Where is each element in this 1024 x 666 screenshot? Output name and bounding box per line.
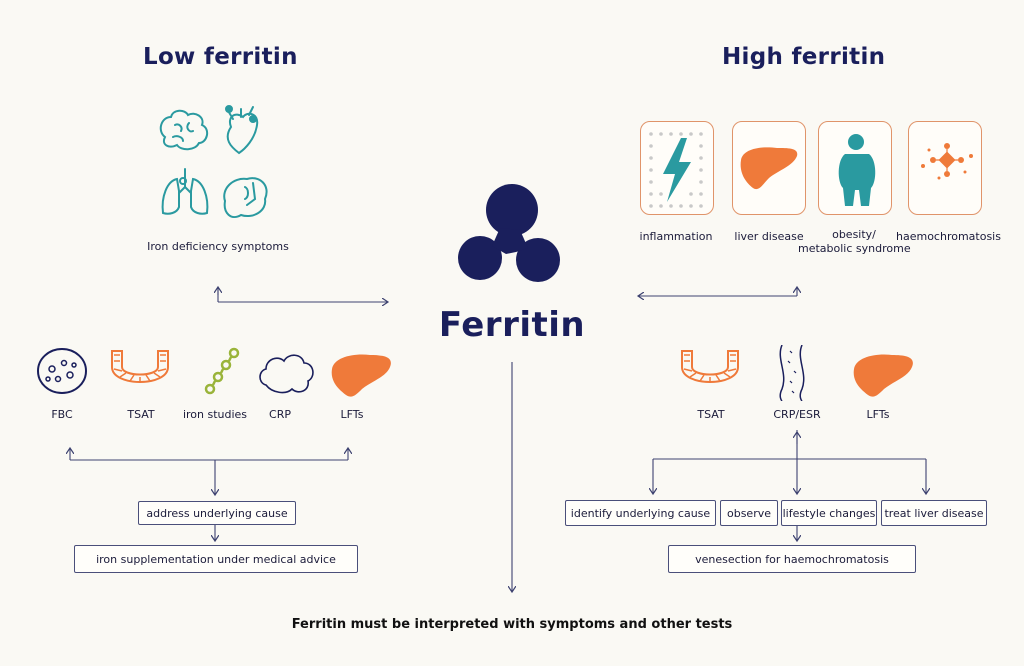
liver-icon [740, 147, 798, 190]
heart-icon [225, 105, 259, 155]
gut-icon [111, 350, 169, 383]
iron-deficiency-label: Iron deficiency symptoms [147, 240, 289, 253]
low-tests-icons [37, 347, 391, 397]
high-action-lifestyle: lifestyle changes [781, 500, 877, 526]
kidney-icon [223, 177, 268, 219]
liver-disease-tile [732, 121, 806, 215]
lightning-icon [649, 132, 703, 208]
high-action-treat-liver: treat liver disease [881, 500, 987, 526]
haemochromatosis-tile [908, 121, 982, 215]
ferritin-logo-icon [458, 184, 560, 282]
cause-label-obesity: obesity/ [832, 228, 876, 241]
cause-label-inflammation: inflammation [639, 230, 713, 243]
lungs-icon [161, 168, 209, 215]
blood-cells-icon [37, 348, 87, 394]
low-ferritin-heading: Low ferritin [143, 44, 298, 70]
cause-label-haemochromatosis: haemochromatosis [896, 230, 1001, 243]
low-test-tsat: TSAT [127, 408, 155, 421]
high-action-identify-cause: identify underlying cause [565, 500, 716, 526]
high-test-lfts: LFTs [866, 408, 890, 421]
high-action-venesection: venesection for haemochromatosis [668, 545, 916, 573]
high-action-observe: observe [720, 500, 778, 526]
liver-icon [331, 354, 391, 397]
low-action-address-cause: address underlying cause [138, 501, 296, 525]
brain-icon [159, 109, 209, 151]
molecule-chain-icon [204, 347, 240, 395]
high-tests-icons [681, 345, 913, 401]
inflammation-tile [640, 121, 714, 215]
low-test-iron-studies: iron studies [182, 408, 248, 421]
iron-molecule-icon [921, 143, 973, 180]
low-test-fbc: FBC [51, 408, 73, 421]
high-test-crp-esr: CRP/ESR [773, 408, 821, 421]
cause-label-metabolic: metabolic syndrome [798, 242, 911, 255]
low-action-iron-supplementation: iron supplementation under medical advic… [74, 545, 358, 573]
low-test-lfts: LFTs [340, 408, 364, 421]
vessel-icon [779, 345, 805, 401]
center-title: Ferritin [438, 305, 586, 345]
footer-note: Ferritin must be interpreted with sympto… [291, 617, 733, 632]
organ-icons-group [159, 105, 268, 219]
high-test-tsat: TSAT [697, 408, 725, 421]
person-icon [838, 134, 876, 206]
gut-icon [681, 350, 739, 383]
cause-label-liver: liver disease [734, 230, 804, 243]
obesity-tile [818, 121, 892, 215]
cloud-icon [259, 354, 314, 394]
liver-icon [853, 354, 913, 397]
low-test-crp: CRP [269, 408, 291, 421]
high-ferritin-heading: High ferritin [722, 44, 886, 70]
